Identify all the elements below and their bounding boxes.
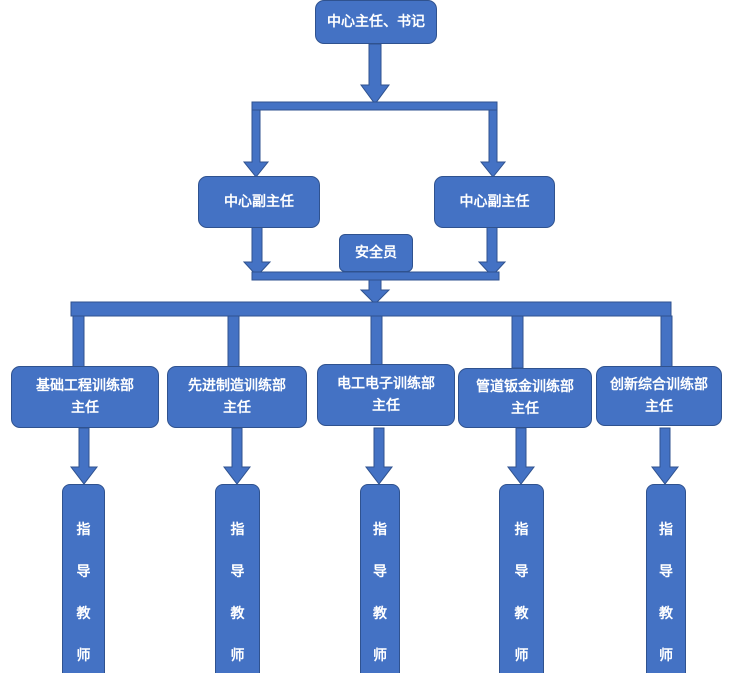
teacher-char: 教 [373, 606, 387, 622]
department-role: 主任 [223, 400, 251, 416]
safety-officer-label: 安全员 [355, 245, 397, 261]
connector-arrow [222, 427, 252, 485]
connector-arrow [506, 427, 536, 485]
department-role: 主任 [71, 400, 99, 416]
deputy-label: 中心副主任 [459, 194, 530, 210]
department-box: 先进制造训练部 主任 [167, 366, 307, 428]
connector-bar [70, 301, 672, 317]
director-label: 中心主任、书记 [327, 14, 425, 30]
connector-arrow [242, 226, 272, 277]
deputy-label: 中心副主任 [224, 194, 294, 210]
department-name: 创新综合训练部 [610, 377, 708, 393]
department-role: 主任 [372, 398, 400, 414]
connector-arrow [477, 226, 507, 277]
connector-drop [370, 315, 383, 369]
teacher-char: 师 [230, 648, 245, 664]
department-name: 电工电子训练部 [337, 376, 435, 392]
teacher-char: 师 [373, 648, 387, 664]
department-role: 主任 [511, 401, 539, 417]
connector-arrow [242, 109, 270, 178]
teacher-char: 导 [76, 564, 91, 580]
director-box: 中心主任、书记 [315, 0, 437, 44]
teacher-char: 教 [230, 606, 245, 622]
connector-arrow [69, 427, 99, 485]
connector-drop [511, 315, 524, 369]
connector-arrow [360, 43, 390, 105]
connector-arrow [479, 109, 507, 178]
teacher-box: 指 导 教 师 [360, 484, 400, 673]
department-box: 基础工程训练部 主任 [11, 366, 159, 428]
safety-officer-box: 安全员 [339, 234, 413, 272]
connector-arrow [650, 427, 680, 485]
department-role: 主任 [645, 399, 673, 415]
teacher-char: 教 [659, 606, 673, 622]
teacher-char: 指 [659, 522, 673, 538]
department-box: 管道钣金训练部 主任 [458, 368, 592, 428]
department-box: 创新综合训练部 主任 [596, 366, 722, 426]
teacher-char: 教 [76, 606, 91, 622]
teacher-box: 指 导 教 师 [215, 484, 260, 673]
department-name: 先进制造训练部 [188, 378, 286, 394]
teacher-box: 指 导 教 师 [646, 484, 686, 673]
connector-bar [251, 101, 498, 111]
connector-drop [227, 315, 240, 369]
teacher-char: 导 [230, 564, 245, 580]
teacher-char: 导 [373, 564, 387, 580]
teacher-char: 师 [76, 648, 91, 664]
teacher-char: 教 [514, 606, 529, 622]
teacher-char: 指 [230, 522, 245, 538]
deputy-box-right: 中心副主任 [434, 176, 555, 228]
teacher-char: 导 [659, 564, 673, 580]
connector-arrow [364, 427, 394, 485]
teacher-char: 导 [514, 564, 529, 580]
department-name: 管道钣金训练部 [476, 379, 574, 395]
teacher-box: 指 导 教 师 [62, 484, 105, 673]
department-box: 电工电子训练部 主任 [317, 364, 455, 426]
deputy-box-left: 中心副主任 [198, 176, 320, 228]
connector-drop [72, 315, 85, 369]
teacher-char: 指 [76, 522, 91, 538]
teacher-char: 师 [514, 648, 529, 664]
connector-arrow [359, 279, 391, 305]
teacher-char: 指 [373, 522, 387, 538]
teacher-char: 师 [659, 648, 673, 664]
connector-drop [660, 315, 673, 369]
teacher-box: 指 导 教 师 [499, 484, 544, 673]
connector-bar [251, 271, 500, 281]
department-name: 基础工程训练部 [36, 378, 134, 394]
teacher-char: 指 [514, 522, 529, 538]
